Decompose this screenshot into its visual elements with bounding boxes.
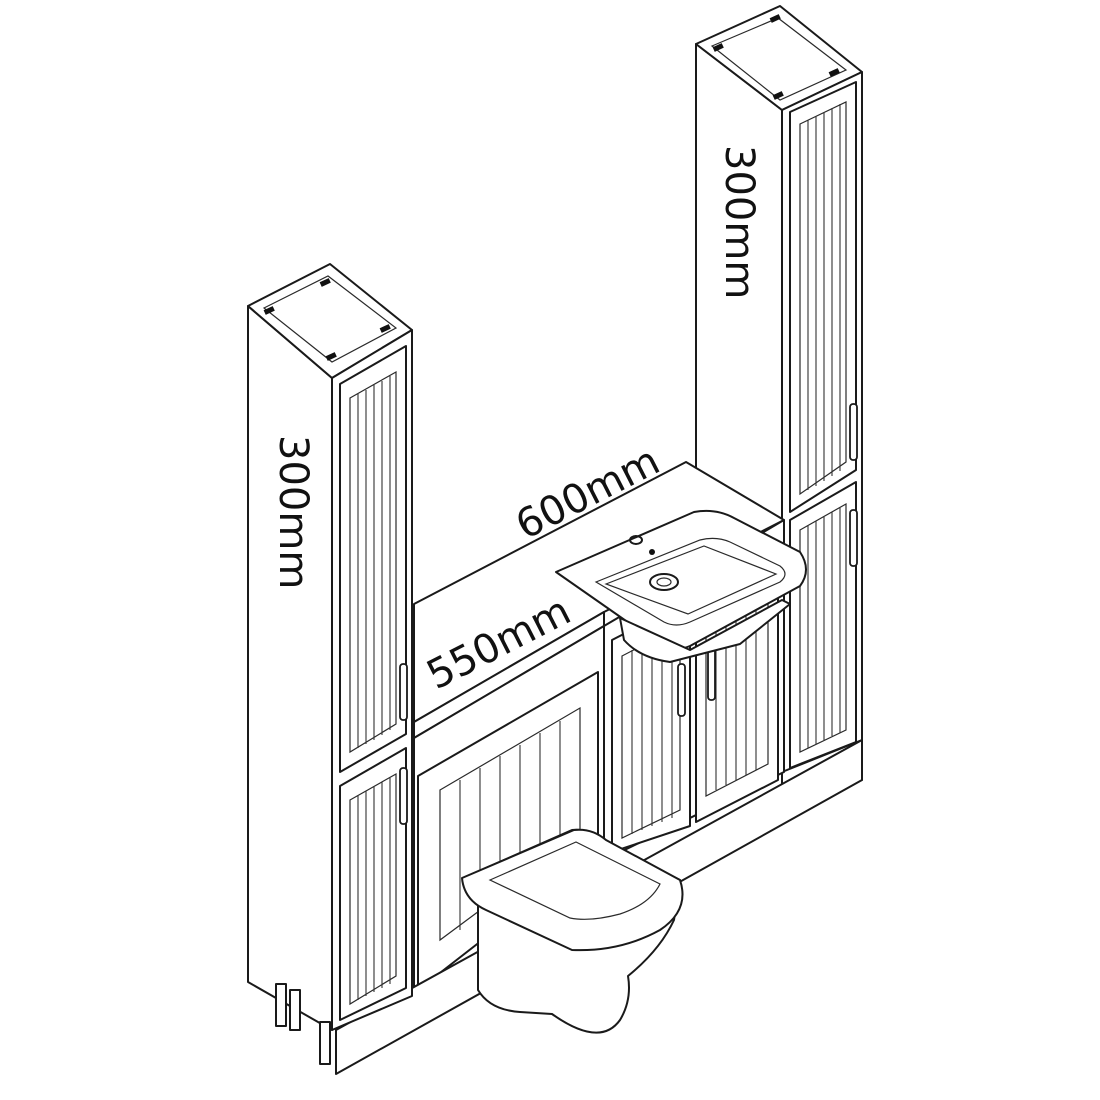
handle-icon [707,647,716,701]
handle-icon [677,663,686,717]
tap-hole-icon [629,535,643,545]
handle-icon [399,663,408,721]
handle-icon [849,403,858,461]
basin [555,509,807,663]
dimension-label-left-tall: 300mm [270,435,316,589]
handle-icon [849,509,858,567]
toilet [461,828,684,1034]
dimension-label-right-tall: 300mm [716,145,762,299]
left-tall-cabinet [247,263,413,1065]
plughole-icon [649,573,679,591]
handle-icon [399,767,408,825]
right-tall-cabinet [695,5,863,811]
